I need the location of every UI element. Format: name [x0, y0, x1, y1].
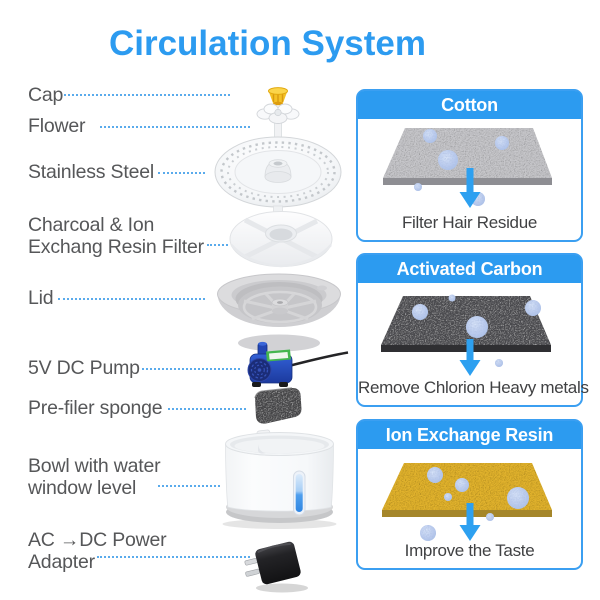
down-arrow-icon — [459, 339, 481, 376]
panel-activated-carbon-graphic — [381, 294, 551, 376]
filter-cartridge-part — [229, 211, 333, 268]
label-bowl-line2: window level — [28, 477, 137, 500]
panel-ion-exchange-resin: Ion Exchange Resin Improve the Taste — [356, 419, 583, 570]
label-flower: Flower — [28, 115, 86, 137]
label-sponge: Pre-filer sponge — [28, 397, 163, 419]
page-title: Circulation System — [108, 24, 427, 63]
panel-cotton-caption: Filter Hair Residue — [401, 213, 538, 232]
stainless-steel-plate-part — [214, 136, 342, 223]
carbon-sheet — [381, 296, 551, 345]
lid-part — [217, 273, 341, 352]
leader-cap — [64, 94, 230, 96]
label-stainless-steel: Stainless Steel — [28, 161, 154, 183]
carbon-particles — [412, 294, 541, 367]
leader-filter — [207, 244, 228, 246]
label-bowl-line1: Bowl with water — [28, 455, 161, 477]
pump-part — [247, 341, 349, 387]
down-arrow-icon — [459, 503, 481, 541]
label-filter-line1: Charcoal & Ion — [28, 214, 155, 236]
leader-adapter — [97, 556, 250, 558]
label-pump: 5V DC Pump — [28, 357, 140, 379]
panel-activated-carbon-caption: Remove Chlorion Heavy metals — [358, 378, 589, 397]
label-adapter-line2: Adapter — [28, 551, 95, 574]
leader-flower — [100, 126, 250, 128]
leader-sponge — [168, 408, 246, 410]
panel-ion-exchange-resin-caption: Improve the Taste — [404, 541, 535, 560]
panel-cotton: Cotton Filter Hair Residue — [356, 89, 583, 242]
label-cap: Cap — [28, 84, 64, 106]
pump-cable — [287, 351, 349, 368]
leader-lid — [58, 298, 205, 300]
label-filter-line2: Exchang Resin Filter — [28, 236, 204, 259]
resin-particles — [420, 467, 529, 541]
leader-pump — [142, 368, 240, 370]
leader-bowl — [158, 485, 220, 487]
panel-activated-carbon: Activated Carbon Remove Chlorion Heavy m… — [356, 253, 589, 407]
power-adapter-part — [244, 541, 308, 593]
panel-activated-carbon-header: Activated Carbon — [358, 255, 581, 283]
sponge-part — [254, 387, 302, 424]
label-lid: Lid — [28, 287, 54, 309]
panel-cotton-graphic — [383, 128, 552, 208]
panel-ion-exchange-resin-header: Ion Exchange Resin — [358, 421, 581, 449]
exploded-diagram — [214, 87, 349, 593]
bowl-inner-post — [258, 444, 266, 454]
panel-cotton-header: Cotton — [358, 91, 581, 119]
down-arrow-icon — [459, 168, 481, 208]
label-adapter-line1: AC →DC Power — [28, 529, 167, 551]
water-level-window — [293, 470, 306, 516]
panel-ion-exchange-resin-graphic — [382, 463, 552, 541]
bowl-part — [222, 429, 337, 529]
leader-stainless-steel — [158, 172, 205, 174]
carbon-sheet-edge — [381, 345, 551, 352]
cap-part — [268, 87, 288, 106]
